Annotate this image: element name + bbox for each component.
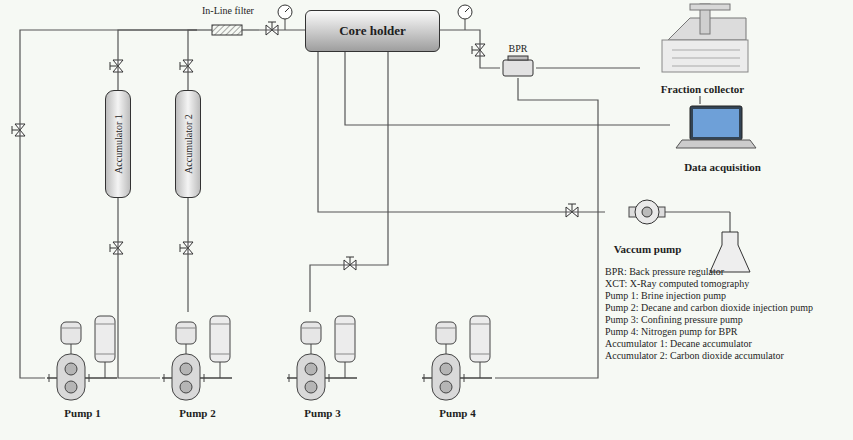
pipe-line: [118, 198, 160, 378]
legend-note: Pump 1: Brine injection pump: [605, 290, 813, 302]
pipe-line: [187, 198, 188, 312]
pipe-line: [345, 52, 670, 125]
node-label: BPR: [509, 42, 528, 55]
vessel-label: Accumulator 1: [112, 114, 125, 174]
node-label: Core holder: [339, 23, 406, 39]
node-label: Vaccum pump: [614, 242, 682, 256]
notes-block: BPR: Back pressure regulatorXCT: X-Ray c…: [605, 266, 813, 362]
legend-note: Pump 2: Decane and carbon dioxide inject…: [605, 302, 813, 314]
legend-note: Accumulator 2: Carbon dioxide accumulato…: [605, 350, 813, 362]
pipe-line: [188, 30, 197, 90]
vessel-label: Accumulator 2: [182, 114, 195, 174]
pipe-line: [259, 29, 305, 30]
pipe-line: [310, 52, 388, 312]
pipe-line: [699, 96, 700, 104]
pipe-line: [20, 30, 197, 378]
pump-unit: Pump 2: [160, 312, 235, 420]
accumulator-vessel: Accumulator 2: [175, 90, 201, 198]
pump-unit: Pump 1: [45, 312, 120, 420]
core-holder-box: Core holder: [305, 10, 440, 52]
fraction-collector: Fraction collector: [640, 0, 765, 96]
pipe-line: [118, 30, 197, 90]
pump-unit: Pump 3: [285, 312, 360, 420]
bpr-device: BPR: [500, 42, 536, 78]
node-label: Data acquisition: [684, 160, 761, 174]
node-label: Pump 2: [179, 406, 215, 420]
node-label: Fraction collector: [661, 82, 744, 96]
legend-note: Accumulator 1: Decane accumulator: [605, 338, 813, 350]
vacuum-pump: Vaccum pump: [605, 196, 690, 256]
legend-note: BPR: Back pressure regulator: [605, 266, 813, 278]
node-label: Pump 4: [439, 406, 475, 420]
pipe-line: [440, 30, 500, 68]
node-label: Pump 3: [304, 406, 340, 420]
pipe-line: [536, 67, 640, 68]
pipe-line: [318, 52, 605, 212]
filter-label: In-Line filter: [197, 4, 259, 38]
legend-note: XCT: X-Ray computed tomography: [605, 278, 813, 290]
data-acquisition: Data acquisition: [670, 104, 775, 174]
legend-note: Pump 4: Nitrogen pump for BPR: [605, 326, 813, 338]
legend-note: Pump 3: Confining pressure pump: [605, 314, 813, 326]
pipe-line: [495, 78, 598, 378]
node-label: In-Line filter: [202, 4, 254, 17]
pump-unit: Pump 4: [420, 312, 495, 420]
accumulator-vessel: Accumulator 1: [105, 90, 131, 198]
node-label: Pump 1: [64, 406, 100, 420]
